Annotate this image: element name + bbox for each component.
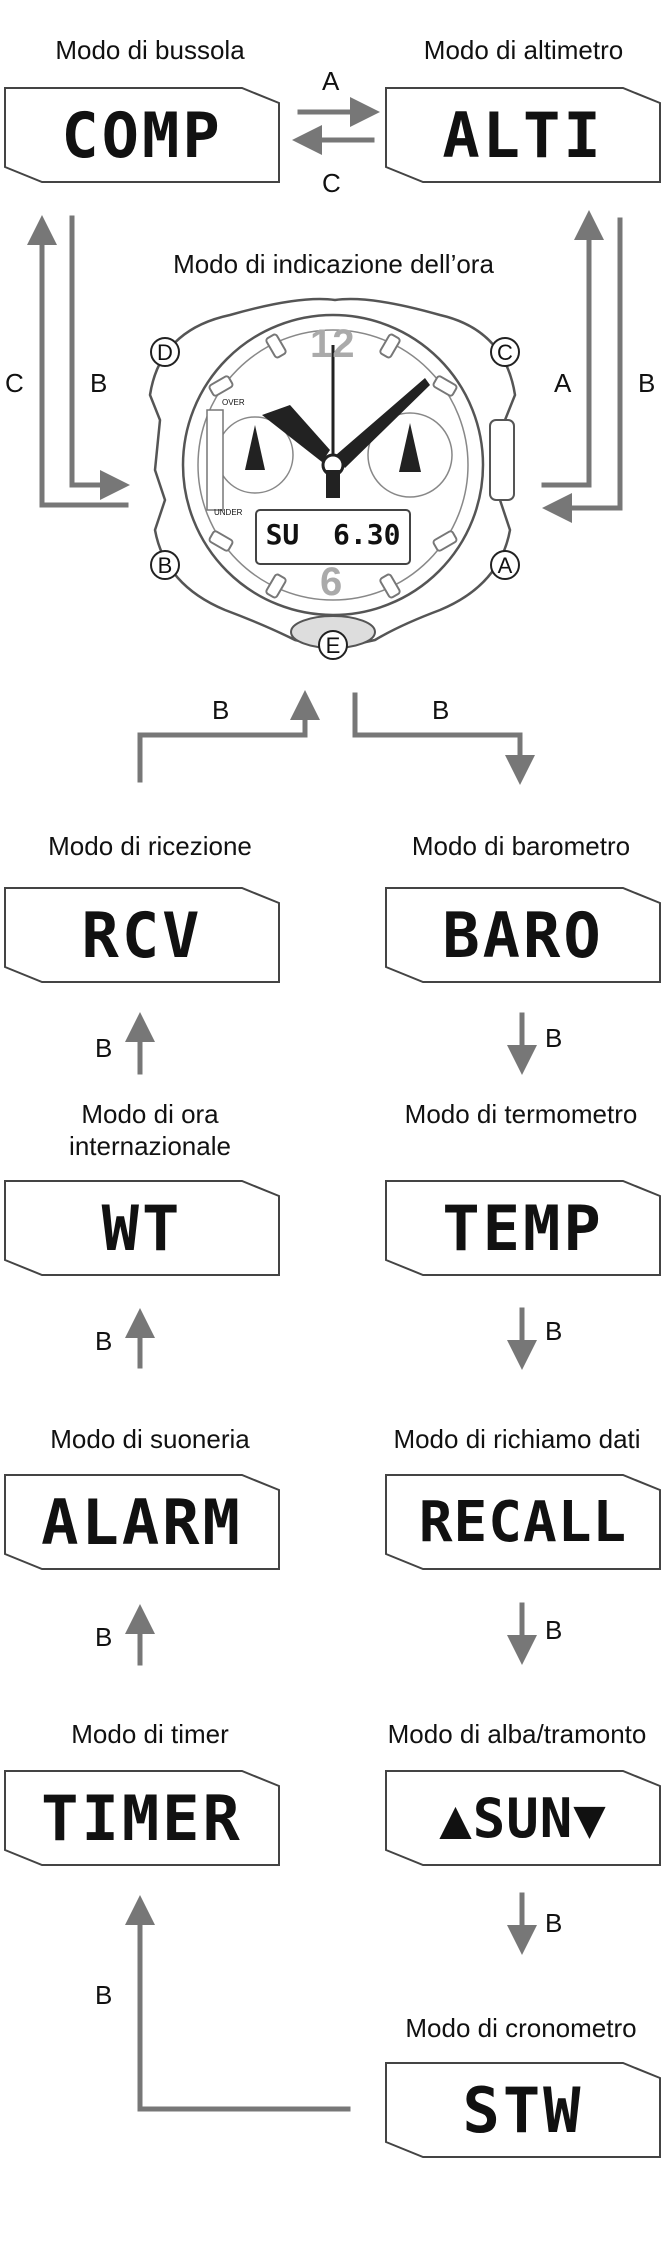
watch-digital-display: SU 6.30 — [265, 518, 401, 551]
lcd-recall: RECALL — [383, 1472, 663, 1572]
arrow-right-b — [542, 217, 623, 523]
button-d[interactable]: D — [157, 340, 173, 365]
label-right-a: A — [554, 368, 572, 398]
title-stopwatch: Modo di cronometro — [405, 2013, 637, 2043]
label-comp-to-alti: A — [322, 66, 340, 96]
label-temp-to-recall: B — [545, 1316, 563, 1346]
lcd-stopwatch: STW — [383, 2060, 663, 2160]
lcd-compass: COMP — [2, 85, 282, 185]
title-barometer: Modo di barometro — [411, 831, 631, 861]
button-b[interactable]: B — [157, 553, 173, 578]
lcd-world-time-text: WT — [101, 1191, 183, 1265]
arrow-left-b — [69, 215, 130, 500]
watch-illustration — [148, 297, 520, 660]
label-baro-to-temp: B — [545, 1023, 563, 1053]
label-alti-to-comp: C — [322, 168, 341, 198]
indicator-over: OVER — [222, 398, 245, 407]
lcd-altimeter: ALTI — [383, 85, 663, 185]
dial-six: 6 — [320, 560, 343, 604]
lcd-reception: RCV — [2, 885, 282, 985]
dial-twelve: 12 — [310, 322, 355, 366]
button-e[interactable]: E — [325, 633, 341, 658]
lcd-thermometer: TEMP — [383, 1178, 663, 1278]
label-recall-to-sun: B — [545, 1615, 563, 1645]
lcd-barometer: BARO — [383, 885, 663, 985]
arrow-to-rcv — [137, 690, 320, 783]
lcd-world-time: WT — [2, 1178, 282, 1278]
arrow-stw-to-timer — [125, 1895, 351, 2112]
lcd-alarm: ALARM — [2, 1472, 282, 1572]
lcd-sunrise-text: ▲SUN▼ — [439, 1786, 607, 1850]
title-alarm: Modo di suoneria — [50, 1424, 250, 1454]
label-timer-to-alarm: B — [95, 1622, 113, 1652]
label-to-baro: B — [432, 695, 450, 725]
button-c[interactable]: C — [497, 340, 513, 365]
indicator-under: UNDER — [214, 508, 243, 517]
arrow-to-baro — [352, 692, 535, 785]
arrow-right-a — [541, 210, 604, 488]
lcd-altimeter-text: ALTI — [442, 98, 604, 172]
lcd-sunrise: ▲SUN▼ — [383, 1768, 663, 1868]
title-sunrise: Modo di alba/tramonto — [387, 1719, 647, 1749]
title-compass: Modo di bussola — [55, 35, 245, 65]
lcd-stopwatch-text: STW — [462, 2073, 584, 2147]
title-timer: Modo di timer — [71, 1719, 229, 1749]
label-to-rcv: B — [212, 695, 230, 725]
title-altimeter: Modo di altimetro — [423, 35, 624, 65]
lcd-recall-text: RECALL — [418, 1489, 628, 1555]
label-left-b: B — [90, 368, 108, 398]
lcd-reception-text: RCV — [81, 898, 203, 972]
label-stw-to-timer: B — [95, 1980, 113, 2010]
lcd-timer: TIMER — [2, 1768, 282, 1868]
label-sun-to-stw: B — [545, 1908, 563, 1938]
label-right-b: B — [638, 368, 656, 398]
label-alarm-to-wt: B — [95, 1326, 113, 1356]
button-a[interactable]: A — [497, 553, 513, 578]
title-recall: Modo di richiamo dati — [393, 1424, 641, 1454]
lcd-timer-text: TIMER — [41, 1781, 243, 1855]
title-timekeeping: Modo di indicazione dell’ora — [173, 249, 494, 279]
lcd-alarm-text: ALARM — [41, 1485, 243, 1559]
lcd-thermometer-text: TEMP — [442, 1191, 604, 1265]
lcd-compass-text: COMP — [61, 98, 223, 172]
title-thermometer: Modo di termometro — [404, 1099, 638, 1129]
lcd-barometer-text: BARO — [442, 898, 604, 972]
title-reception: Modo di ricezione — [48, 831, 252, 861]
label-left-c: C — [5, 368, 24, 398]
title-world-time: Modo di ora internazionale — [69, 1099, 231, 1161]
label-wt-to-rcv: B — [95, 1033, 113, 1063]
